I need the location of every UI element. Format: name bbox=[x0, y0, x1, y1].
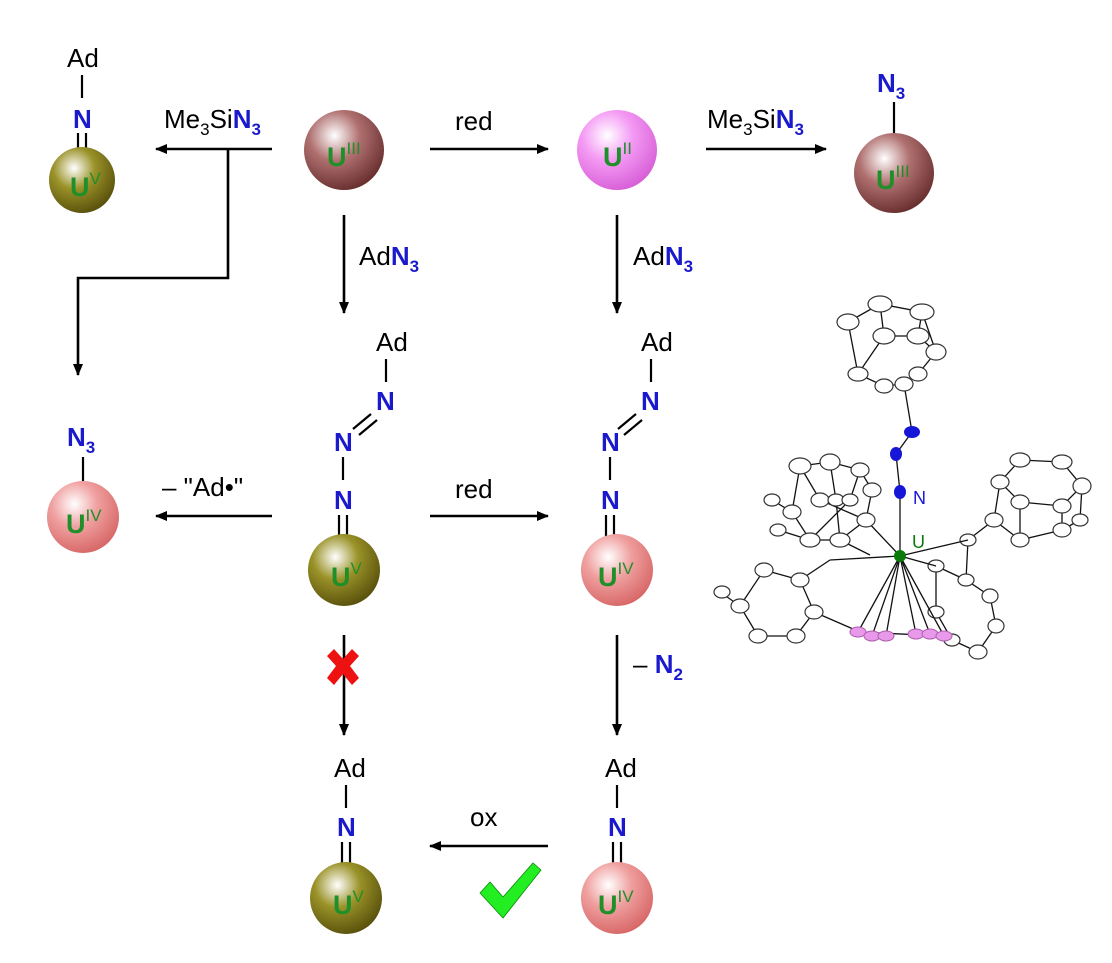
reagent-labels: Me3SiN3 red Me3SiN3 AdN3 AdN3 – "Ad•" re… bbox=[162, 104, 804, 832]
uranium-sphere bbox=[47, 481, 119, 553]
crystal-structure-ortep: N bbox=[713, 295, 1092, 660]
uranium-label: UV bbox=[333, 887, 365, 920]
n-atom-1 bbox=[904, 426, 920, 438]
molecule-u2: UII bbox=[577, 110, 657, 190]
uranium-label: UIV bbox=[66, 506, 102, 539]
n-atom: N bbox=[608, 812, 627, 842]
uranium-label: UII bbox=[603, 139, 632, 172]
n-atom-2 bbox=[890, 447, 902, 461]
uranium-sphere bbox=[854, 133, 934, 213]
ad-label: Ad bbox=[605, 753, 637, 783]
n-atom-3 bbox=[894, 485, 906, 499]
n-atom: N bbox=[334, 485, 353, 515]
u-atom bbox=[894, 550, 906, 562]
aryl-atoms-left bbox=[713, 562, 824, 644]
reagent-minus-n2: – N2 bbox=[633, 649, 683, 684]
molecule-imido-u5-bottom: Ad N UV bbox=[310, 753, 382, 934]
uranium-sphere bbox=[581, 534, 653, 606]
uranium-sphere bbox=[581, 862, 653, 934]
molecule-triazenide-u5-middle: Ad N N N UV bbox=[308, 327, 408, 606]
n3-label: N3 bbox=[67, 422, 95, 457]
n-atom: N bbox=[334, 427, 353, 457]
n-atom: N bbox=[73, 104, 92, 134]
adamantyl-atoms-left bbox=[763, 453, 882, 548]
n-atom: N bbox=[337, 812, 356, 842]
uranium-label: UIV bbox=[598, 559, 634, 592]
uranium-label: UV bbox=[70, 169, 102, 202]
ad-label: Ad bbox=[641, 327, 673, 357]
n-atom: N bbox=[641, 386, 660, 416]
molecule-azide-u3-top-right: N3 UIII bbox=[854, 68, 934, 213]
uranium-label: UIII bbox=[876, 162, 910, 195]
reagent-adn3-right: AdN3 bbox=[633, 241, 693, 276]
reagent-adn3-left: AdN3 bbox=[359, 241, 419, 276]
molecule-imido-u4-bottom: Ad N UIV bbox=[581, 753, 653, 934]
crystal-u-label: U bbox=[912, 532, 925, 552]
crystal-n-label: N bbox=[913, 488, 926, 508]
cross-mark-icon bbox=[327, 649, 359, 685]
molecule-u3-start: UIII bbox=[304, 110, 384, 190]
ad-label: Ad bbox=[67, 43, 99, 73]
n-atom: N bbox=[376, 386, 395, 416]
molecule-azide-u4-left: N3 UIV bbox=[47, 422, 119, 553]
reagent-ox: ox bbox=[470, 802, 497, 832]
reagent-me3sin3-left: Me3SiN3 bbox=[164, 104, 261, 139]
molecule-imido-u5-top-left: Ad N UV bbox=[49, 43, 115, 213]
uranium-sphere bbox=[577, 110, 657, 190]
check-mark-icon bbox=[479, 862, 542, 919]
n-atom: N bbox=[601, 427, 620, 457]
reagent-me3sin3-right: Me3SiN3 bbox=[707, 104, 804, 139]
uranium-sphere bbox=[304, 110, 384, 190]
reagent-minus-ad: – "Ad•" bbox=[162, 472, 243, 502]
uranium-sphere bbox=[310, 862, 382, 934]
arene-carbons-pink bbox=[849, 626, 953, 642]
uranium-label: UIII bbox=[327, 139, 361, 172]
aryl-ring-left bbox=[719, 559, 861, 637]
uranium-sphere bbox=[49, 147, 115, 213]
n3-label: N3 bbox=[877, 68, 905, 103]
reagent-red-middle: red bbox=[455, 474, 493, 504]
molecule-triazenide-u4-right: Ad N N N UIV bbox=[581, 327, 673, 606]
ad-label: Ad bbox=[376, 327, 408, 357]
uranium-label: UV bbox=[331, 559, 363, 592]
ad-label: Ad bbox=[334, 753, 366, 783]
arrow-branch-to-u4azide bbox=[73, 149, 230, 376]
reagent-red-top: red bbox=[455, 106, 493, 136]
arrows bbox=[73, 144, 827, 851]
adamantyl-atoms-right bbox=[984, 452, 1092, 548]
adamantyl-atoms-top bbox=[836, 295, 947, 394]
uranium-sphere bbox=[308, 534, 380, 606]
uranium-label: UIV bbox=[598, 887, 634, 920]
n-atom: N bbox=[601, 485, 620, 515]
